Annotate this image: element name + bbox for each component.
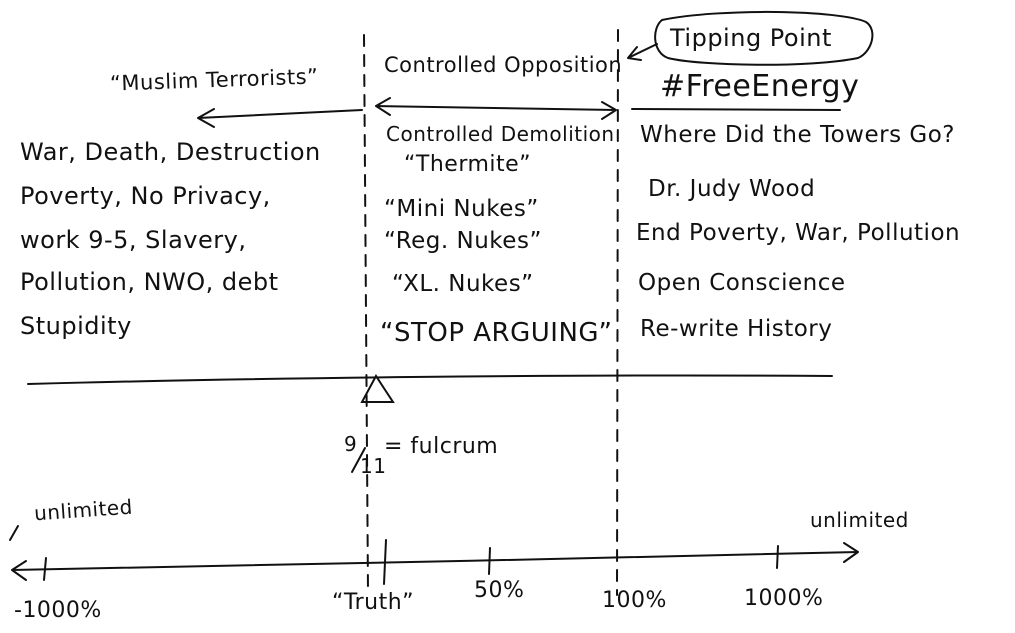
balance-beam [27,374,833,385]
tick-truth [383,539,387,585]
arrow-double [375,97,617,120]
tick-label-minus-1000: -1000% [14,598,102,623]
right-item: Dr. Judy Wood [648,176,816,202]
middle-item: “STOP ARGUING” [380,318,613,348]
divider-left [363,34,369,593]
right-item: End Poverty, War, Pollution [636,220,961,246]
fulcrum-slash [351,447,366,473]
tick-minus-1000 [43,557,47,581]
right-item: Where Did the Towers Go? [640,122,955,148]
tick-label-truth: “Truth” [332,590,415,615]
unlimited-left-mark [9,525,19,541]
fulcrum-label: = fulcrum [384,434,499,459]
tick-label-50: 50% [474,578,525,603]
right-item: Open Conscience [638,270,846,296]
tick-label-100: 100% [602,588,667,613]
tipping-point-label: Tipping Point [670,24,832,52]
controlled-opposition-header: Controlled Opposition [384,53,623,77]
middle-item: Controlled Demolition [386,122,615,146]
left-item: Poverty, No Privacy, [20,182,271,210]
left-item: work 9-5, Slavery, [20,226,247,254]
unlimited-right-label: unlimited [810,508,909,532]
left-item: War, Death, Destruction [20,138,321,166]
middle-item: “Thermite” [404,152,532,177]
arrow-left [197,108,363,128]
unlimited-left-label: unlimited [33,494,134,526]
tipping-point-oval [654,10,874,66]
number-line [11,542,859,581]
middle-item: “Mini Nukes” [384,196,539,222]
fulcrum-numerator: 9 [344,432,358,456]
fulcrum-denominator: 11 [360,454,387,478]
arrow-right-line [631,108,841,111]
tick-1000 [776,545,779,569]
fulcrum-triangle [360,374,395,403]
left-item: Stupidity [20,312,132,340]
divider-right [616,29,619,596]
tick-label-1000: 1000% [744,586,824,611]
middle-item: “XL. Nukes” [392,271,534,297]
right-item: Re-write History [640,316,833,342]
left-item: Pollution, NWO, debt [20,268,279,296]
tipping-point-pointer [627,43,658,61]
free-energy-label: #FreeEnergy [660,69,860,104]
tick-50 [488,547,491,575]
middle-item: “Reg. Nukes” [384,228,542,254]
